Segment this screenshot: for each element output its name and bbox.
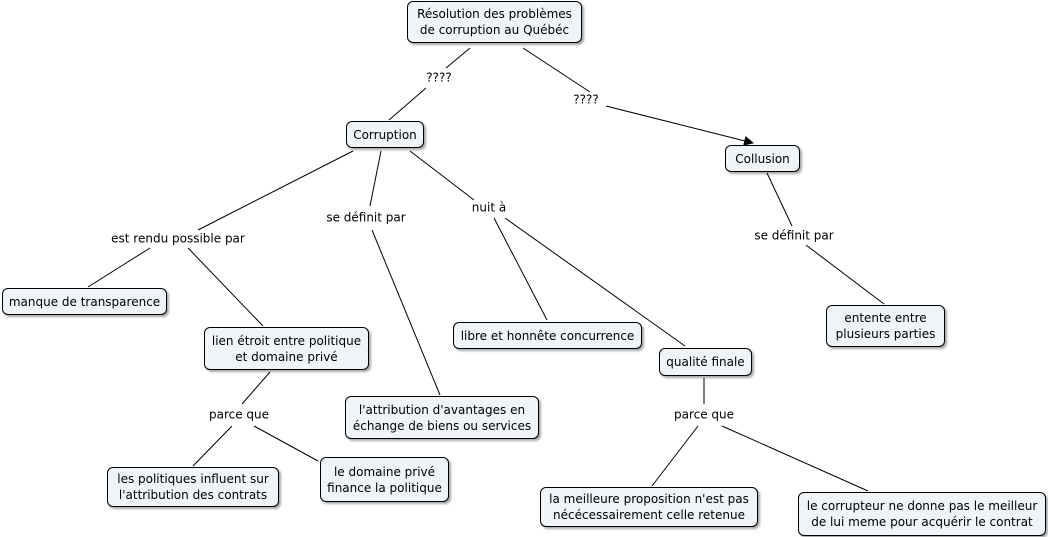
link-label-se-definit-par-collusion: se définit par: [752, 228, 836, 244]
concept-entente: entente entre plusieurs parties: [826, 305, 945, 347]
line-parce-que-to-corrupteur: [721, 425, 869, 492]
line-lien-to-parce-que: [241, 371, 271, 405]
line-label1-to-corruption: [388, 87, 427, 121]
line-parce-que-to-domaine: [253, 425, 319, 462]
line-root-to-label1: [445, 47, 471, 69]
line-se-definit-to-entente: [805, 244, 885, 305]
link-label-est-rendu-possible-par: est rendu possible par: [109, 231, 247, 247]
concept-attribution-avantages: l'attribution d'avantages en échange de …: [345, 396, 539, 439]
link-label-nuit-a: nuit à: [469, 200, 509, 216]
link-label-root-corruption: ????: [424, 70, 454, 86]
concept-meilleure-proposition: la meilleure proposition n'est pas nécéc…: [540, 487, 758, 527]
concept-libre-concurrence: libre et honnête concurrence: [453, 322, 642, 349]
line-nuit-to-libre: [493, 217, 548, 321]
concept-collusion: Collusion: [725, 145, 800, 172]
concept-corrupteur: le corrupteur ne donne pas le meilleur d…: [798, 492, 1046, 536]
concept-qualite-finale: qualité finale: [659, 348, 752, 376]
line-nuit-to-qualite: [504, 217, 686, 347]
concept-domaine-prive: le domaine privé finance la politique: [320, 457, 449, 502]
line-corruption-to-est-rendu: [197, 150, 354, 231]
line-se-definit-to-attribution: [371, 229, 441, 396]
link-label-root-collusion: ????: [571, 92, 601, 108]
concept-root: Résolution des problèmes de corruption a…: [407, 1, 582, 43]
line-est-rendu-to-manque: [87, 247, 151, 288]
line-collusion-to-se-definit: [766, 172, 793, 227]
line-label2-to-collusion: [605, 105, 754, 146]
line-est-rendu-to-lien: [187, 247, 264, 327]
concept-lien-etroit: lien étroit entre politique et domaine p…: [204, 327, 369, 370]
line-corruption-to-se-definit: [369, 150, 382, 207]
concept-manque-de-transparence: manque de transparence: [2, 288, 167, 315]
line-parce-que-to-meilleure: [651, 425, 699, 487]
line-parce-que-to-politiques: [192, 425, 233, 467]
link-label-parce-que-qualite: parce que: [671, 407, 737, 423]
concept-corruption: Corruption: [346, 121, 424, 148]
line-root-to-label2: [522, 47, 591, 93]
concept-politiques-influent: les politiques influent sur l'attributio…: [107, 467, 279, 507]
link-label-parce-que-lien: parce que: [206, 407, 272, 423]
link-label-se-definit-par-corruption: se définit par: [324, 210, 408, 226]
line-corruption-to-nuit: [409, 150, 475, 201]
